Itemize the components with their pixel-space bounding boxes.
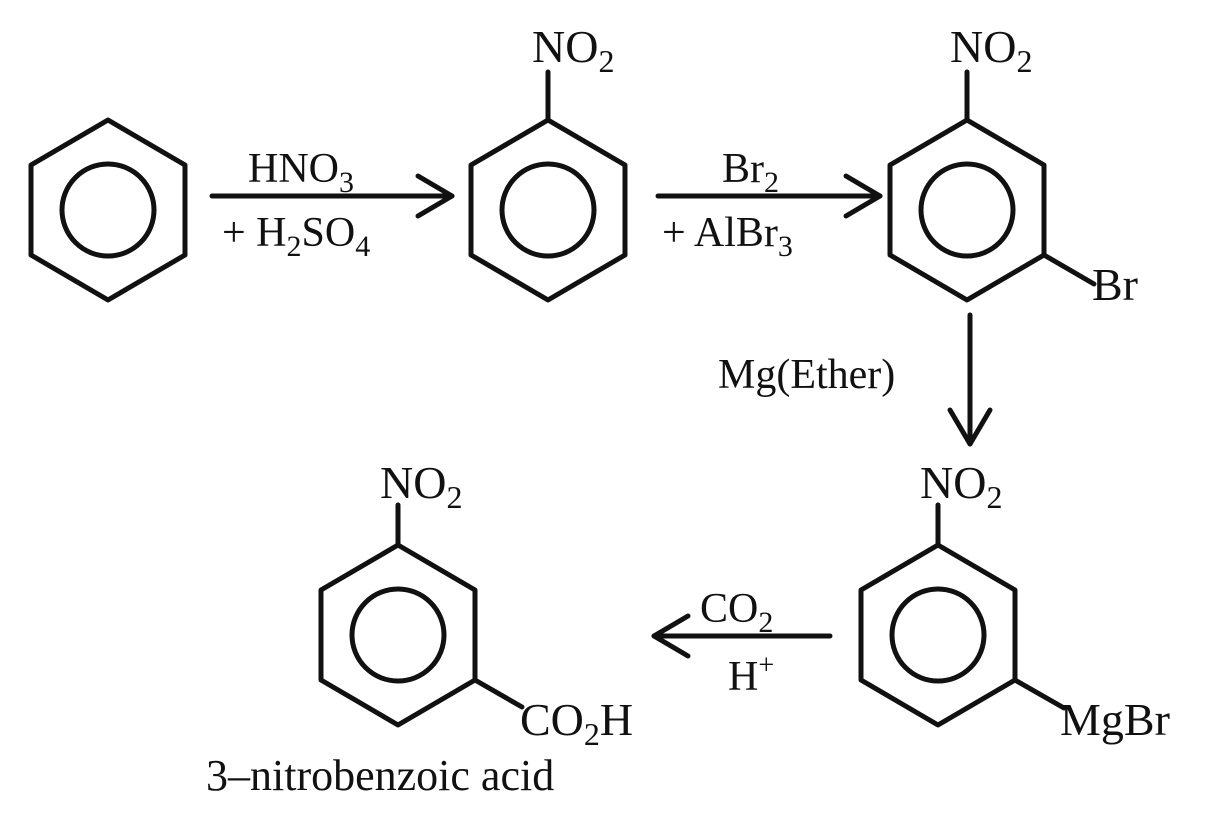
- nitrobenzene-ring: [468, 117, 628, 303]
- aromatic-circle: [499, 161, 597, 259]
- arrow-carboxylation: [651, 613, 833, 659]
- m-bromonitrobenzene: [887, 69, 1097, 303]
- c-c-bond: [472, 677, 525, 710]
- benzene-ring: [28, 117, 188, 303]
- aromatic-circle: [918, 161, 1016, 259]
- nitro-group-label: NO2: [532, 21, 614, 79]
- reagent-magnesium-ether: Mg(Ether): [718, 352, 895, 398]
- reagent-nitric-acid: HNO3: [248, 146, 354, 199]
- product-ring: [318, 542, 478, 728]
- aromatic-circle: [889, 586, 987, 684]
- reagent-sulfuric-acid: + H2SO4: [222, 210, 370, 263]
- grignard-reagent: [858, 502, 1067, 728]
- c-mg-bond: [1012, 677, 1067, 711]
- aromatic-circle: [349, 586, 447, 684]
- arrow-bromination: [655, 173, 883, 219]
- benzene: [28, 117, 188, 303]
- magnesium-bromide-label: MgBr: [1060, 694, 1170, 745]
- arrow-head: [843, 173, 883, 219]
- nitro-group-label: NO2: [950, 21, 1032, 79]
- reagent-acid-workup: H+: [728, 650, 774, 700]
- arrow-head: [415, 173, 455, 219]
- grignard-ring: [858, 542, 1018, 728]
- arrow-head: [947, 407, 993, 447]
- arrow-head: [651, 613, 691, 659]
- aromatic-circle: [59, 161, 157, 259]
- nitro-group-label: NO2: [920, 457, 1002, 515]
- bromonitrobenzene-ring: [887, 117, 1047, 303]
- arrow-grignard-formation: [947, 312, 993, 447]
- product-name-caption: 3–nitrobenzoic acid: [206, 751, 554, 800]
- 3-nitrobenzoic-acid: [318, 502, 525, 728]
- arrow-nitration: [209, 173, 455, 219]
- reagent-carbon-dioxide: CO2: [700, 586, 773, 639]
- nitro-group-label: NO2: [380, 457, 462, 515]
- c-br-bond: [1041, 252, 1097, 287]
- reagent-bromine: Br2: [722, 146, 779, 199]
- bromo-label: Br: [1092, 259, 1138, 310]
- reagent-aluminium-bromide: + AlBr3: [662, 210, 793, 263]
- nitrobenzene: [468, 69, 628, 303]
- carboxylic-acid-label: CO2H: [520, 694, 633, 752]
